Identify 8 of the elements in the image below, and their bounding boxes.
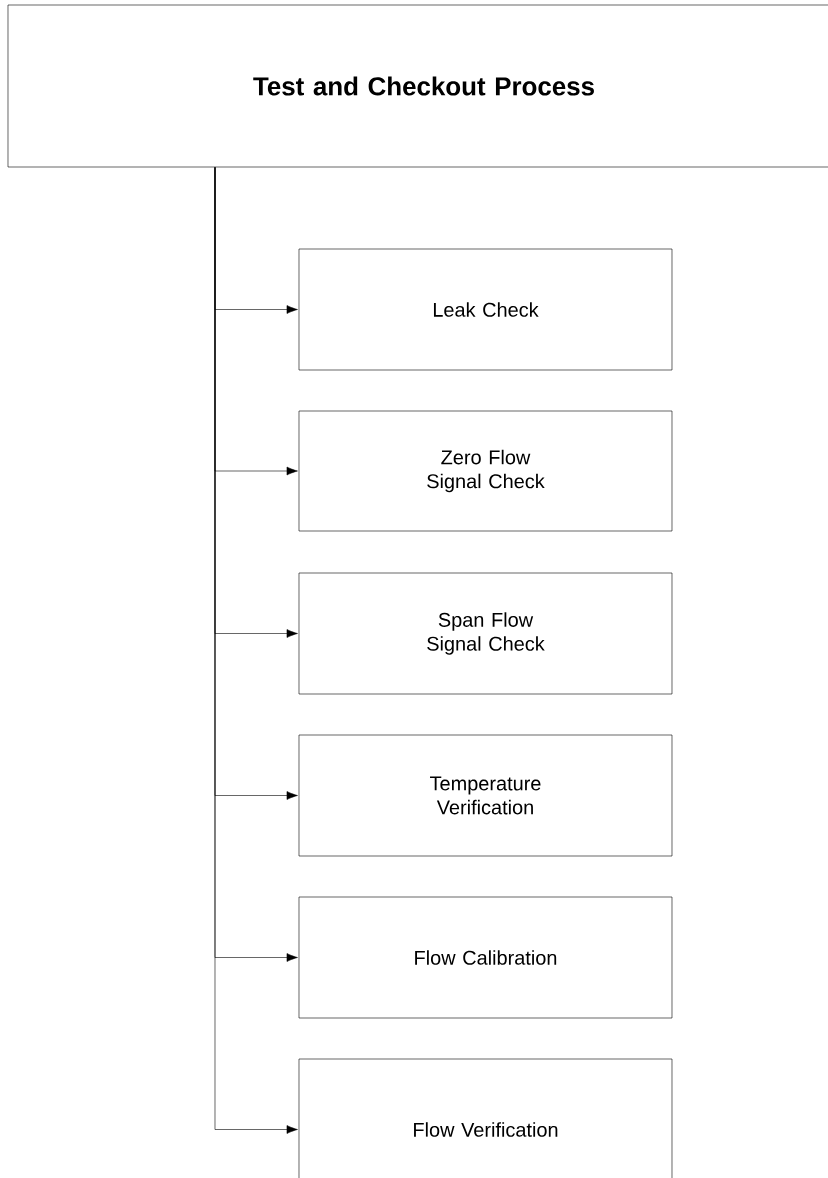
process-box: Leak Check — [298, 248, 673, 371]
title-box: Test and Checkout Process — [7, 4, 828, 168]
process-box: Temperature Verification — [298, 734, 673, 857]
process-box: Flow Calibration — [298, 896, 673, 1019]
process-box: Zero Flow Signal Check — [298, 410, 673, 532]
process-box: Span Flow Signal Check — [298, 572, 673, 695]
process-box: Flow Verification — [298, 1058, 673, 1178]
arrow — [214, 167, 298, 1134]
